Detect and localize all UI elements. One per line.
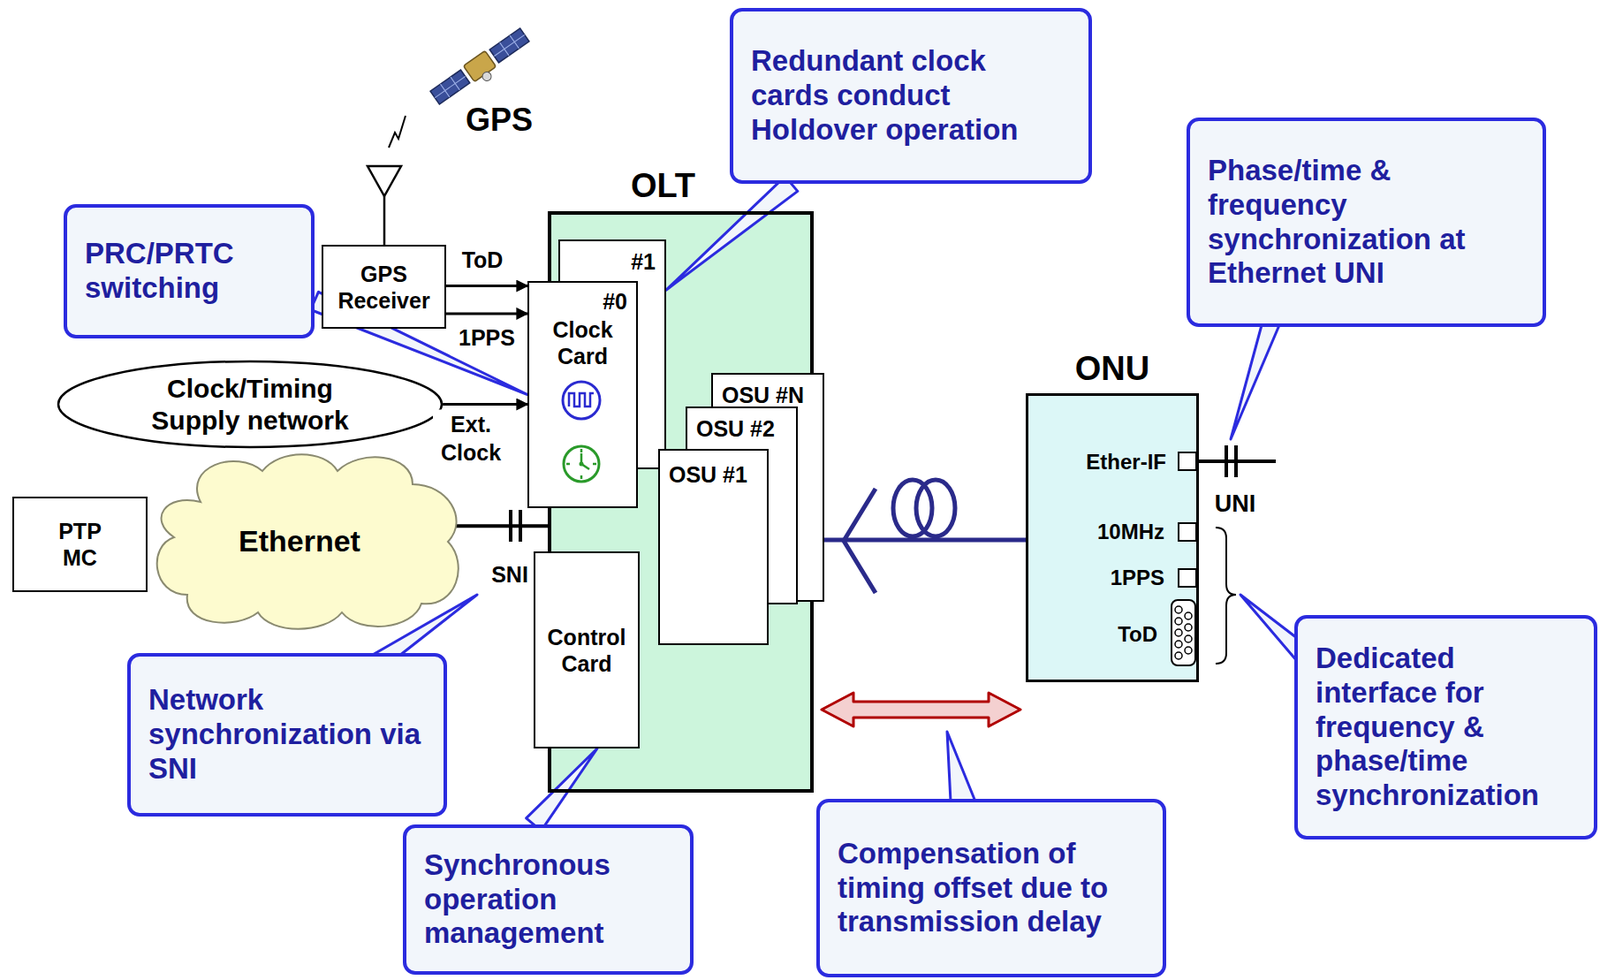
osu-card: OSU #1	[658, 448, 769, 645]
signal-arrow	[442, 402, 528, 406]
callout-box: Redundant clock cards conduct Holdover o…	[729, 7, 1092, 184]
interface-label: UNI	[1214, 490, 1257, 518]
signal-label: ToD	[459, 244, 507, 274]
db9-connector	[1171, 599, 1196, 666]
node-text: OSU #2	[687, 408, 797, 442]
interface-bar	[1234, 445, 1238, 478]
port-label: 1PPS	[1110, 565, 1165, 591]
optical-fiber	[824, 538, 1026, 543]
node-text: PTP MC	[53, 517, 107, 571]
node-text: Dedicated interface for frequency & phas…	[1315, 641, 1577, 814]
delay-double-arrow	[821, 692, 1021, 727]
signal-arrow	[446, 311, 528, 315]
ellipse-shape	[58, 361, 442, 448]
clock-center	[579, 462, 584, 467]
satellite-label: GPS	[465, 101, 533, 139]
port-square	[1178, 523, 1197, 541]
node-text: Clock Card	[538, 316, 628, 370]
olt-housing: OLT#1#0Clock Card OSU #NOSU #2OSU #1Cont…	[547, 211, 814, 793]
port-label: 10MHz	[1097, 519, 1165, 545]
oscillator-icon	[562, 381, 600, 419]
leader-wedge	[1240, 594, 1297, 661]
fiber-coil	[916, 479, 956, 537]
radio-zigzag	[388, 115, 406, 148]
callout-box: Synchronous operation management	[402, 824, 694, 975]
signal-label: Ext. Clock	[432, 409, 509, 467]
master-clock-box: PTP MC	[12, 496, 148, 592]
callout-box: Phase/time & frequency synchronization a…	[1186, 117, 1547, 327]
node-text: OSU #N	[712, 374, 823, 409]
square-wave	[568, 393, 594, 407]
satellite-body	[462, 50, 496, 82]
clock-icons	[529, 282, 637, 507]
port-label: ToD	[1117, 621, 1158, 647]
signal-arrow	[446, 284, 528, 288]
control-card: Control Card	[533, 551, 640, 749]
connector-pins	[1175, 606, 1192, 660]
network-ellipse: Clock/Timing Supply network	[56, 359, 444, 449]
clock-card: #0Clock Card	[527, 280, 638, 509]
fiber-coil	[893, 479, 933, 537]
interface-label: SNI	[491, 561, 529, 588]
callout-box: PRC/PRTC switching	[63, 204, 315, 339]
port-square	[1178, 568, 1197, 587]
node-text: Control Card	[542, 623, 631, 677]
antenna-symbol	[367, 166, 402, 197]
clock-hands	[566, 448, 597, 479]
antenna-mast	[383, 196, 387, 245]
port-square	[1178, 452, 1197, 471]
callout-box: Dedicated interface for frequency & phas…	[1294, 614, 1598, 840]
onu-ground	[1025, 393, 1199, 683]
clock-icon	[563, 446, 600, 482]
node-text: ONU	[1028, 349, 1197, 388]
interface-bar	[1224, 445, 1229, 478]
satellite-dish	[480, 70, 493, 84]
receiver-box: GPS Receiver	[321, 244, 447, 329]
node-text: Phase/time & frequency synchronization a…	[1207, 153, 1525, 292]
callout-box: Compensation of timing offset due to tra…	[816, 798, 1167, 978]
node-text: Redundant clock cards conduct Holdover o…	[750, 44, 1071, 148]
cloud-shape	[157, 454, 459, 630]
satellite-icon	[429, 26, 535, 112]
node-text: Network synchronization via SNI	[148, 682, 426, 787]
node-text: OSU #1	[659, 450, 767, 488]
ellipse-outline	[56, 359, 444, 449]
node-text: Synchronous operation management	[424, 848, 673, 952]
node-text: OLT	[551, 166, 775, 205]
port-label: Ether-IF	[1085, 449, 1167, 475]
node-text: Compensation of timing offset due to tra…	[837, 836, 1121, 941]
node-text: Clock/Timing Supply network	[135, 372, 365, 437]
node-text: #0	[529, 282, 637, 315]
leader-wedge	[947, 731, 976, 802]
panel-grid	[430, 28, 530, 105]
callout-box: Network synchronization via SNI	[127, 652, 448, 817]
node-text: Ethernet	[238, 523, 361, 560]
ethernet-cloud: Ethernet	[147, 448, 470, 633]
node-text: #1	[560, 241, 665, 275]
signal-label: 1PPS	[455, 323, 518, 353]
leader-wedge	[1230, 325, 1280, 440]
node-text: PRC/PRTC switching	[84, 236, 294, 306]
brace-bracket	[1215, 527, 1237, 664]
node-text: GPS Receiver	[331, 260, 438, 314]
